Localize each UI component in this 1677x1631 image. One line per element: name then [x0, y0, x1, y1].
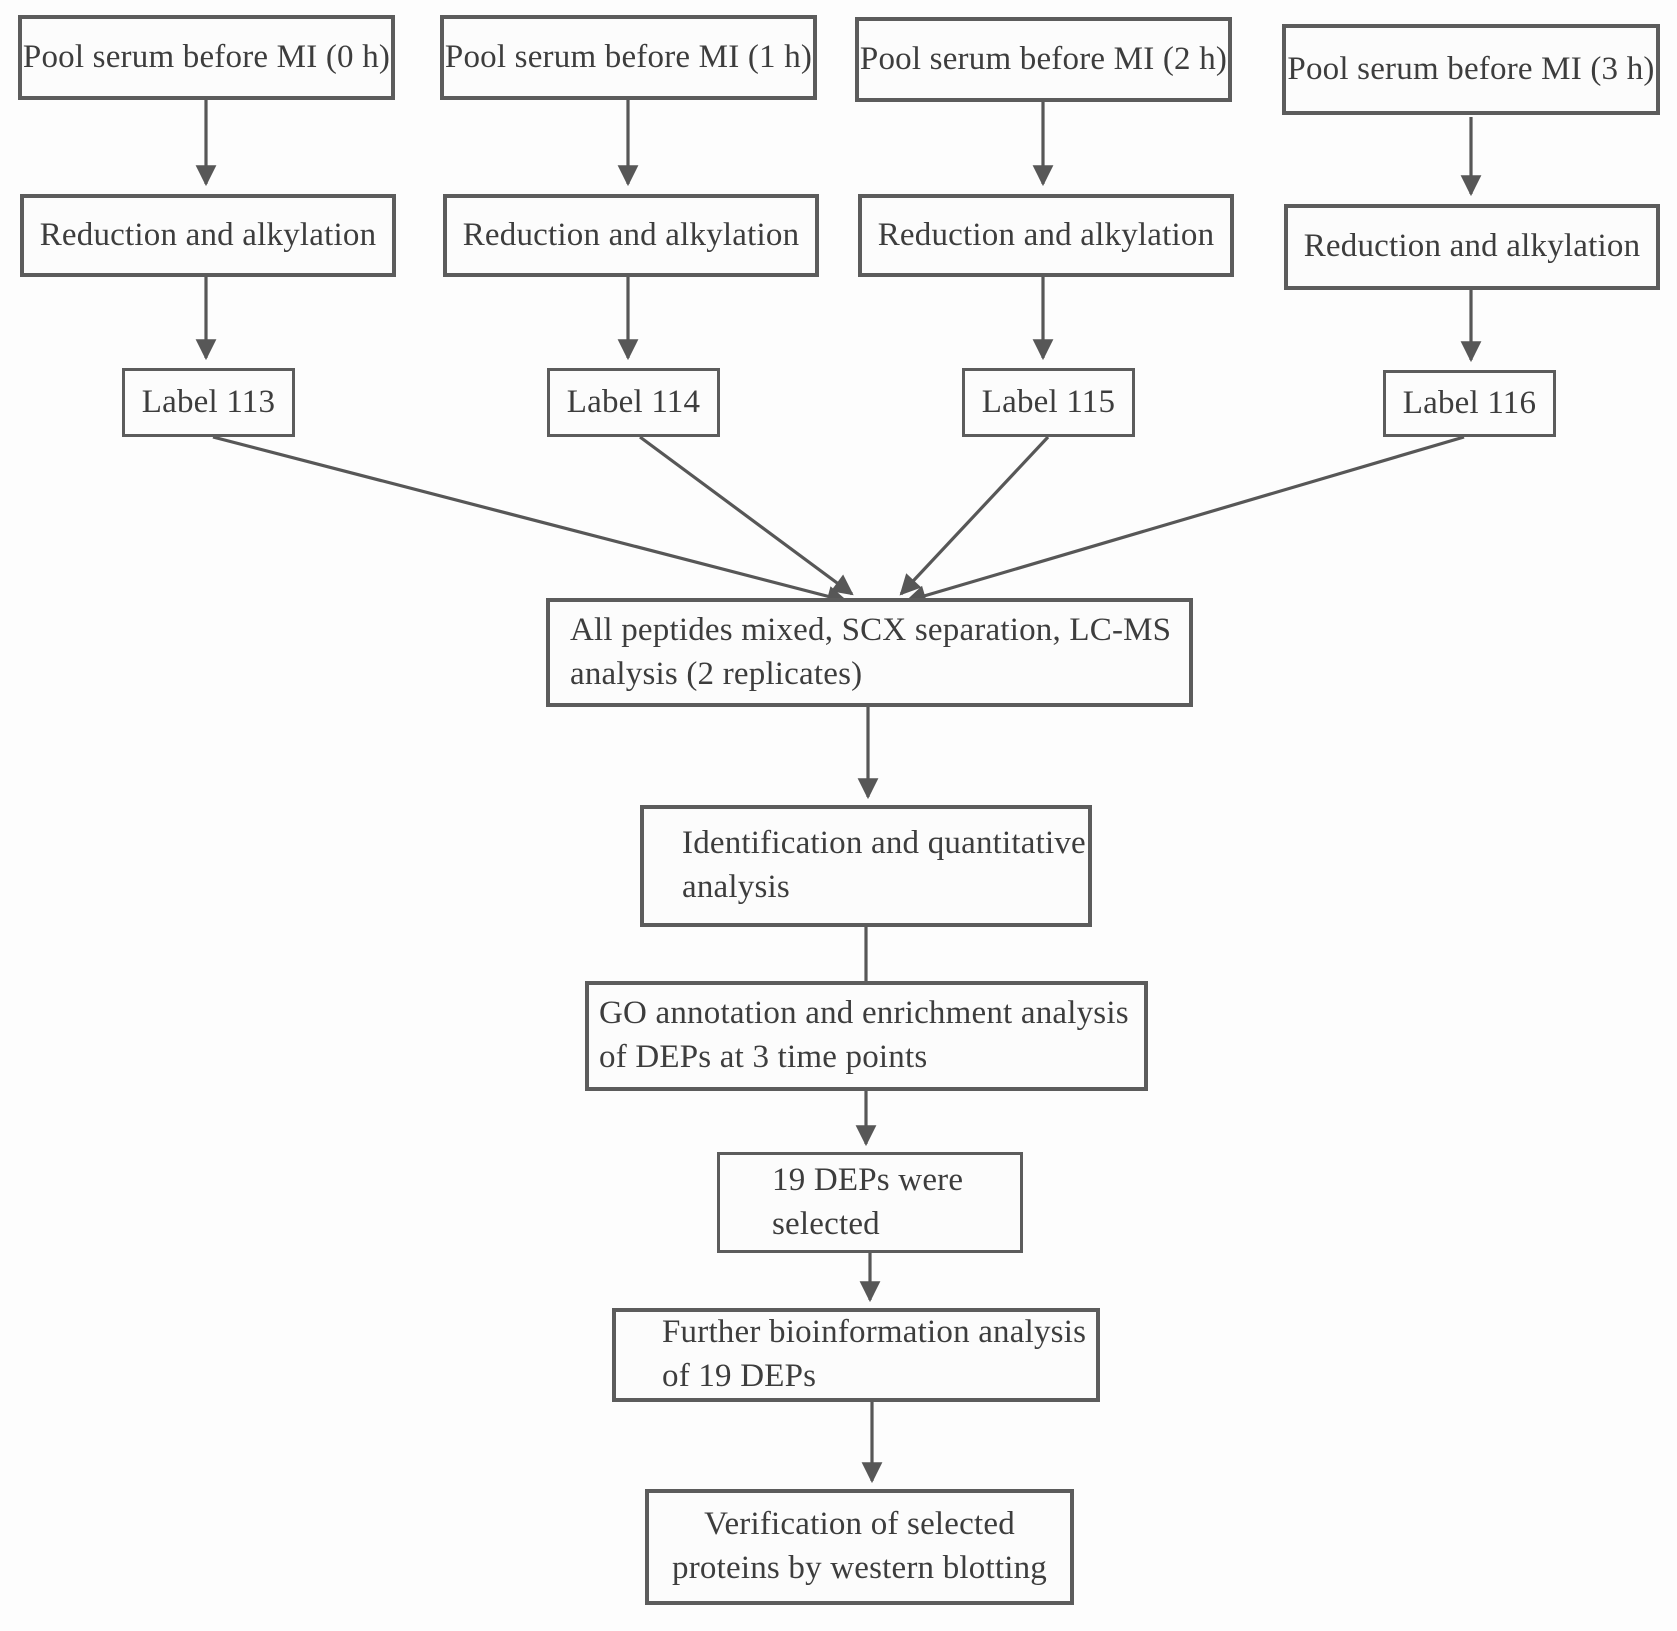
- node-verification-western-blot: Verification of selected proteins by wes…: [645, 1489, 1074, 1605]
- node-reduction-3: Reduction and alkylation: [1284, 204, 1660, 290]
- node-mix-scx-lcms: All peptides mixed, SCX separation, LC-M…: [546, 598, 1193, 707]
- node-pool-serum-2h: Pool serum before MI (2 h): [855, 17, 1232, 102]
- arrow-label113-to-mix: [212, 435, 849, 607]
- arrow-label116-to-mix: [905, 435, 1465, 606]
- node-pool-serum-1h: Pool serum before MI (1 h): [440, 15, 817, 100]
- node-reduction-1: Reduction and alkylation: [443, 194, 819, 277]
- node-pool-serum-3h: Pool serum before MI (3 h): [1282, 24, 1660, 115]
- arrow-label114-to-mix: [639, 435, 854, 596]
- node-label-113: Label 113: [122, 368, 295, 437]
- node-go-annotation: GO annotation and enrichment analysis of…: [585, 981, 1148, 1091]
- node-label-115: Label 115: [962, 368, 1135, 437]
- node-identification: Identification and quantitative analysis: [640, 805, 1092, 927]
- node-further-bioinformation: Further bioinformation analysis of 19 DE…: [612, 1308, 1100, 1402]
- arrow-label115-to-mix: [899, 435, 1050, 596]
- node-reduction-0: Reduction and alkylation: [20, 194, 396, 277]
- node-label-114: Label 114: [547, 368, 720, 437]
- node-pool-serum-0h: Pool serum before MI (0 h): [18, 15, 395, 100]
- node-label-116: Label 116: [1383, 370, 1556, 437]
- node-reduction-2: Reduction and alkylation: [858, 194, 1234, 277]
- node-deps-selected: 19 DEPs were selected: [717, 1152, 1023, 1253]
